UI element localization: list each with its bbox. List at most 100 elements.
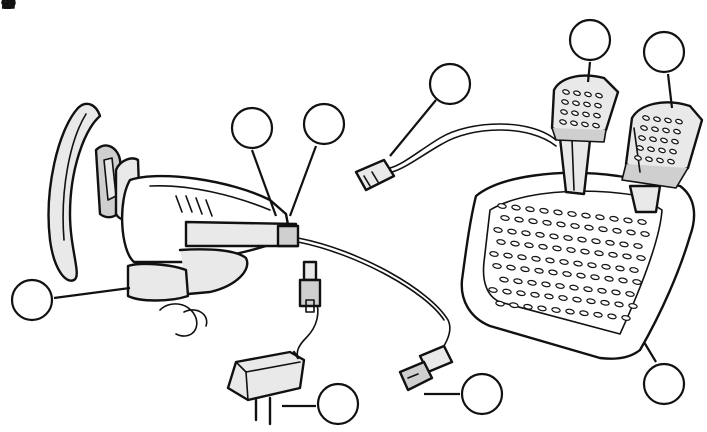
texture-dimple xyxy=(601,263,611,270)
texture-dimple xyxy=(645,156,653,163)
texture-dimple xyxy=(584,91,592,98)
texture-dimple xyxy=(658,147,666,154)
texture-dimple xyxy=(525,206,535,213)
texture-dimple xyxy=(594,250,604,257)
callout-label: 11 xyxy=(0,0,17,16)
texture-dimple xyxy=(559,259,569,265)
texture-dimple xyxy=(488,287,498,293)
texture-dimple xyxy=(632,279,642,285)
callout-11 xyxy=(642,362,686,406)
texture-dimple xyxy=(614,301,624,308)
texture-dimple xyxy=(553,209,563,216)
callout-14 xyxy=(10,278,54,322)
callout-label: 17 xyxy=(0,0,17,16)
texture-dimple xyxy=(618,277,628,284)
steering-wheel xyxy=(47,102,300,337)
texture-dimple xyxy=(640,125,648,131)
texture-dimple xyxy=(510,240,520,247)
texture-dimple xyxy=(636,255,646,261)
texture-dimple xyxy=(506,264,516,271)
texture-dimple xyxy=(591,238,601,245)
texture-dimple xyxy=(493,227,503,233)
texture-dimple xyxy=(541,281,551,288)
cables xyxy=(296,123,557,359)
texture-dimple xyxy=(638,135,646,141)
texture-dimple xyxy=(513,278,523,285)
texture-dimple xyxy=(545,257,555,264)
texture-dimple xyxy=(570,120,578,127)
texture-dimple xyxy=(570,223,580,229)
texture-dimple xyxy=(653,116,661,123)
texture-dimple xyxy=(656,157,664,164)
texture-dimple xyxy=(567,211,577,217)
texture-dimple xyxy=(667,158,675,165)
texture-dimple xyxy=(572,296,582,303)
texture-dimple xyxy=(647,146,655,153)
texture-dimple xyxy=(621,315,631,321)
callout-label: 15 xyxy=(0,0,17,16)
texture-dimple xyxy=(538,243,548,250)
texture-dimple xyxy=(563,235,573,241)
texture-dimple xyxy=(549,233,559,240)
texture-dimple xyxy=(492,263,502,269)
texture-dimple xyxy=(537,305,547,312)
texture-dimple xyxy=(634,155,642,161)
pedal-connector xyxy=(354,158,396,192)
texture-dimple xyxy=(582,111,590,118)
texture-dimple xyxy=(503,252,513,259)
texture-dimple xyxy=(592,122,600,129)
texture-dimple xyxy=(640,231,650,237)
power-plug-jack xyxy=(298,260,322,313)
texture-dimple xyxy=(495,300,505,307)
texture-dimple xyxy=(619,241,629,248)
texture-dimple xyxy=(594,102,602,109)
texture-dimple xyxy=(555,283,565,289)
texture-dimple xyxy=(558,295,568,301)
texture-dimple xyxy=(593,311,603,318)
texture-dimple xyxy=(548,269,558,276)
callout-19 xyxy=(316,382,360,426)
texture-dimple xyxy=(521,230,531,237)
callout-label: 14 xyxy=(0,0,17,16)
callout-label: 18 xyxy=(0,0,17,16)
texture-dimple xyxy=(595,92,603,99)
texture-dimple xyxy=(531,255,541,262)
texture-dimple xyxy=(514,216,524,223)
texture-dimple xyxy=(497,203,507,209)
callout-17 xyxy=(302,102,346,146)
texture-dimple xyxy=(593,112,601,119)
texture-dimple xyxy=(535,231,545,238)
texture-dimple xyxy=(604,275,614,282)
callout-18 xyxy=(230,106,274,150)
texture-dimple xyxy=(590,274,600,281)
texture-dimple xyxy=(496,239,506,245)
texture-dimple xyxy=(524,242,534,249)
texture-dimple xyxy=(651,126,659,133)
texture-dimple xyxy=(625,291,635,297)
texture-dimple xyxy=(629,267,639,273)
texture-dimple xyxy=(565,308,575,315)
callout-15 xyxy=(460,372,504,416)
callout-label: 16 xyxy=(0,0,17,16)
texture-dimple xyxy=(530,291,540,298)
texture-dimple xyxy=(584,224,594,231)
texture-dimple xyxy=(520,266,530,273)
texture-dimple xyxy=(528,218,538,225)
texture-dimple xyxy=(517,254,527,261)
texture-dimple xyxy=(489,251,499,257)
texture-dimple xyxy=(527,279,537,286)
texture-dimple xyxy=(605,239,615,246)
texture-dimple xyxy=(561,99,569,105)
texture-dimple xyxy=(662,127,670,134)
texture-dimple xyxy=(499,276,509,283)
texture-dimple xyxy=(511,204,521,211)
texture-dimple xyxy=(600,299,610,306)
texture-dimple xyxy=(612,227,622,234)
texture-dimple xyxy=(500,215,510,221)
texture-dimple xyxy=(615,265,625,272)
callout-label: 19 xyxy=(0,0,17,16)
texture-dimple xyxy=(542,219,552,226)
texture-dimple xyxy=(642,115,650,121)
